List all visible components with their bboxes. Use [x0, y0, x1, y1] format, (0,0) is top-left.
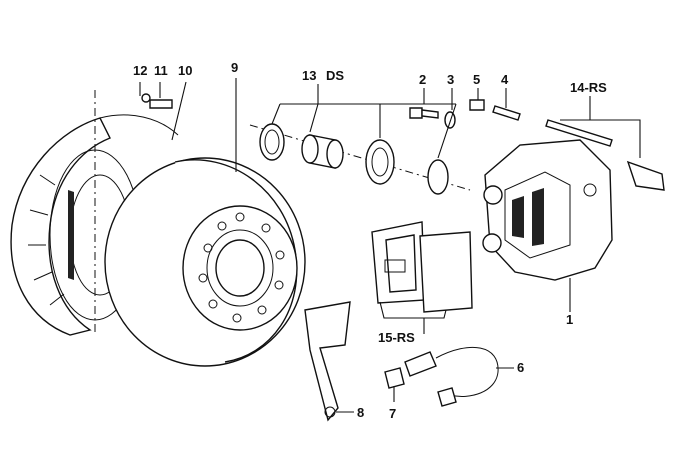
brake-pads — [371, 221, 473, 313]
callout-6: 6 — [517, 360, 524, 375]
callout-11: 11 — [154, 63, 168, 78]
brake-caliper — [482, 139, 613, 281]
seal-kit — [259, 123, 449, 195]
callouts: 12 11 10 9 13 DS 2 3 5 4 14-RS 1 15-RS 6… — [133, 60, 607, 421]
callout-4: 4 — [501, 72, 509, 87]
callout-10: 10 — [178, 63, 192, 78]
disc-bolt-holes — [198, 212, 285, 323]
callout-1: 1 — [566, 312, 573, 327]
shield-bolt — [141, 93, 173, 109]
callout-12: 12 — [133, 63, 147, 78]
callout-15-rs: 15-RS — [378, 330, 415, 345]
callout-3: 3 — [447, 72, 454, 87]
brake-disc — [104, 157, 306, 367]
callout-14-rs: 14-RS — [570, 80, 607, 95]
callout-ds: DS — [326, 68, 344, 83]
callout-13: 13 — [302, 68, 316, 83]
callout-8: 8 — [357, 405, 364, 420]
wear-sensor — [384, 346, 499, 407]
guide-pin — [545, 119, 665, 191]
callout-9: 9 — [231, 60, 238, 75]
callout-7: 7 — [389, 406, 396, 421]
callout-2: 2 — [419, 72, 426, 87]
callout-5: 5 — [473, 72, 480, 87]
pad-bracket — [304, 301, 351, 422]
caliper-bolts — [409, 99, 521, 129]
leader-lines — [139, 78, 641, 413]
